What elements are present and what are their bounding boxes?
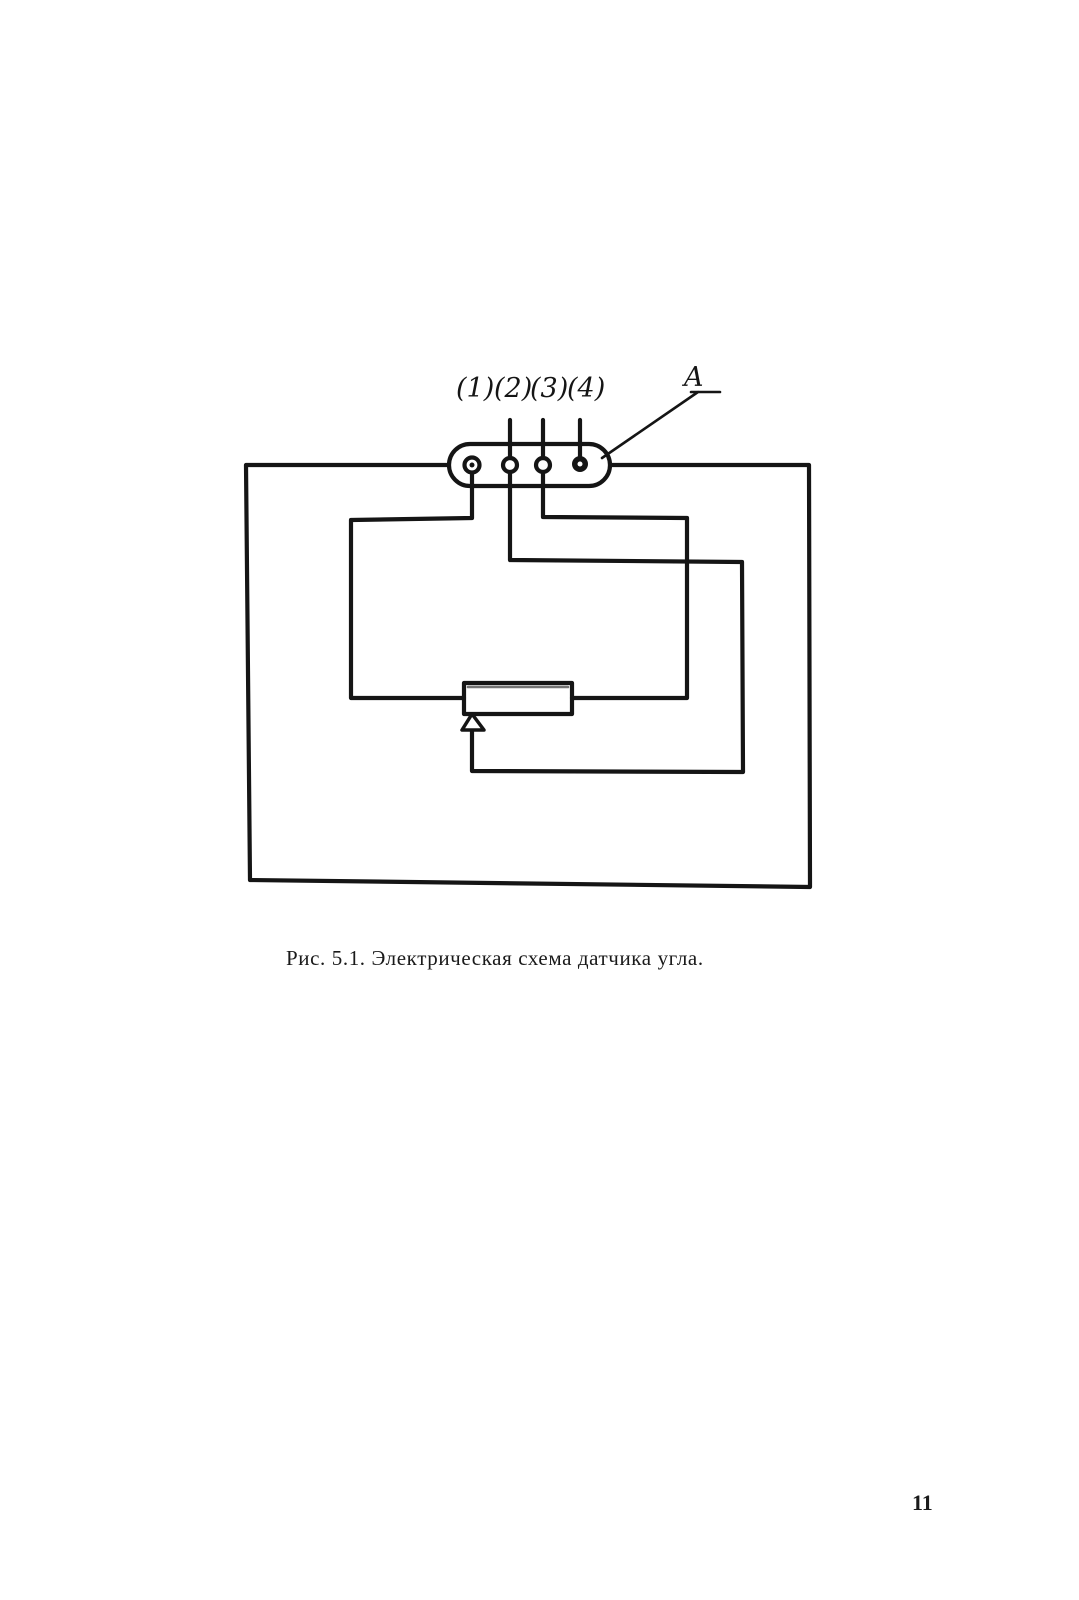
- outer-loop-wire: [243, 462, 813, 890]
- connector-leader-line: [600, 390, 722, 460]
- connector-label: A: [681, 362, 704, 393]
- pin-2-to-wiper-wire: [469, 470, 746, 775]
- potentiometer-resistor: [461, 680, 575, 717]
- pin-3-to-resistor-wire: [540, 470, 690, 701]
- pin-label-4: (4): [567, 373, 605, 404]
- figure-caption: Рис. 5.1. Электрическая схема датчика уг…: [286, 946, 704, 970]
- pin-label-1: (1): [456, 373, 494, 404]
- pin-label-2: (2): [494, 373, 532, 404]
- pin-label-3: (3): [530, 373, 568, 404]
- potentiometer-wiper-arrow: [460, 712, 486, 732]
- pin-1-to-resistor-wire: [348, 470, 475, 701]
- page-number: 11: [912, 1490, 933, 1515]
